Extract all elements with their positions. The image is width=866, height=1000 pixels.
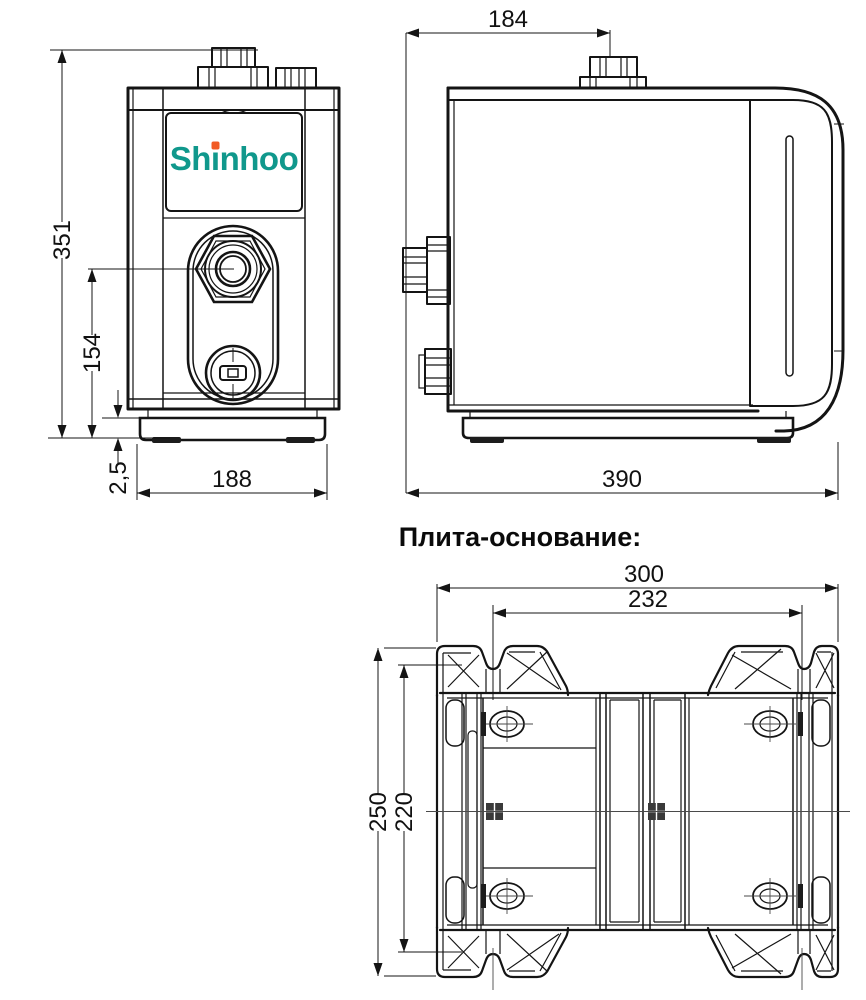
side-foot-right xyxy=(757,437,791,443)
side-base xyxy=(461,416,795,440)
svg-text:188: 188 xyxy=(212,466,252,493)
dim-side-depth: 390 xyxy=(406,442,839,500)
tab-left-top xyxy=(445,699,465,747)
mount-hole xyxy=(744,706,796,742)
svg-text:250: 250 xyxy=(365,792,392,832)
svg-text:390: 390 xyxy=(602,466,642,493)
dim-front-base-clearance: 2,5 xyxy=(48,390,170,495)
brand-logo: Shınhoo xyxy=(170,140,298,177)
svg-text:2,5: 2,5 xyxy=(105,461,132,494)
side-port-upper-icon xyxy=(402,236,451,305)
svg-text:232: 232 xyxy=(628,586,668,613)
mount-hole xyxy=(481,878,533,914)
tab-right-top xyxy=(811,699,831,747)
front-view: Shınhoo 351 xyxy=(48,47,341,500)
dim-plate-slot-spacing: 232 xyxy=(492,586,803,700)
svg-text:154: 154 xyxy=(79,333,106,373)
svg-text:220: 220 xyxy=(391,792,418,832)
side-foot-left xyxy=(470,437,504,443)
side-port-lower-icon xyxy=(418,348,452,395)
tab-right-bottom xyxy=(811,876,831,924)
dim-front-width: 188 xyxy=(136,444,328,500)
side-cable-gland-icon xyxy=(579,30,647,89)
foot-right xyxy=(286,437,315,443)
pump-body-front xyxy=(126,86,341,411)
svg-text:351: 351 xyxy=(49,220,76,260)
cap-slot xyxy=(785,135,794,377)
svg-text:184: 184 xyxy=(488,6,528,33)
dim-plate-width: 300 xyxy=(436,561,839,642)
side-channel xyxy=(467,730,478,889)
cable-gland-small-icon xyxy=(275,67,317,89)
cable-gland-large-icon xyxy=(197,47,269,89)
dim-side-connector-offset: 184 xyxy=(405,6,610,493)
port-recess xyxy=(186,224,280,406)
mount-hole xyxy=(481,706,533,742)
dim-front-port-height: 154 xyxy=(79,268,234,438)
gusset-bottom-right xyxy=(706,925,840,979)
front-panel xyxy=(165,112,303,212)
gusset-top-right xyxy=(706,644,840,698)
front-cap xyxy=(749,99,833,407)
dim-plate-height: 250 xyxy=(365,647,436,977)
dim-plate-inner-height: 220 xyxy=(391,664,462,953)
section-title: Плита-основание: xyxy=(399,522,642,552)
base-plate-view: Плита-основание: xyxy=(365,522,850,990)
svg-text:300: 300 xyxy=(624,561,664,588)
gusset-top-left xyxy=(435,644,570,698)
front-base xyxy=(138,416,327,442)
dim-front-total-height: 351 xyxy=(49,49,258,438)
side-view: 184 390 xyxy=(402,6,845,500)
tab-left-bottom xyxy=(445,876,465,924)
pump-body-side xyxy=(446,86,845,433)
vent-plug-icon xyxy=(204,344,262,402)
mount-hole xyxy=(744,878,796,914)
logo-i-dot xyxy=(211,141,220,150)
